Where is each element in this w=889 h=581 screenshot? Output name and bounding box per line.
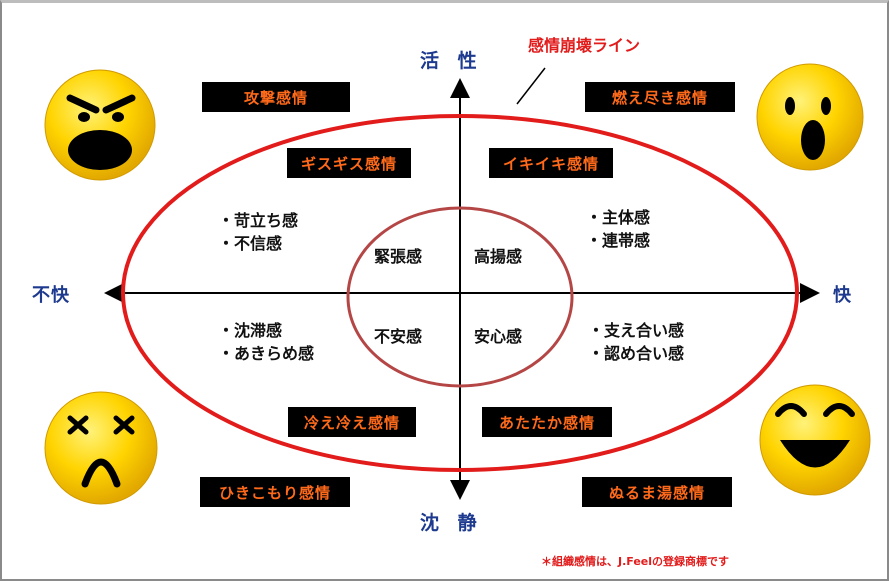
list-item: ・連帯感 [586,231,651,250]
center-bottom-right: 安心感 [474,327,523,346]
label-pointer-line [516,67,546,105]
center-top-left: 緊張感 [374,247,423,266]
collapse-line-label: 感情崩壊ライン [528,36,641,55]
list-item: ・あきらめ感 [218,344,315,363]
inner-box-top-left: ギスギス感情 [287,148,411,178]
inner-circle [346,206,574,388]
list-item: ・不信感 [218,234,283,253]
outer-box-top-right: 燃え尽き感情 [585,82,735,112]
list-bottom-left: ・沈滞感 ・あきらめ感 [218,319,314,365]
outer-box-bottom-right: ぬるま湯感情 [582,477,732,507]
outer-box-top-left: 攻撃感情 [202,82,350,112]
list-item: ・主体感 [586,208,651,227]
collapse-line-ellipse [121,114,799,472]
angry-face-icon [44,69,156,181]
axis-label-left: 不快 [32,285,70,306]
center-bottom-left: 不安感 [374,327,423,346]
list-item: ・苛立ち感 [218,211,299,230]
inner-box-top-right: イキイキ感情 [489,148,613,178]
shocked-face-icon [756,63,864,171]
center-top-right: 高揚感 [474,247,523,266]
list-item: ・認め合い感 [588,344,685,363]
axis-label-top: 活 性 [420,50,483,72]
inner-box-bottom-left: 冷え冷え感情 [288,407,416,437]
inner-box-bottom-right: あたたか感情 [482,407,612,437]
happy-face-icon [759,384,871,496]
list-item: ・沈滞感 [218,321,283,340]
outer-box-bottom-left: ひきこもり感情 [200,477,350,507]
footnote: ＊組織感情は、J.Feelの登録商標です [541,555,730,568]
axis-label-right: 快 [833,285,852,306]
list-item: ・支え合い感 [588,321,685,340]
list-top-left: ・苛立ち感 ・不信感 [218,209,298,255]
list-top-right: ・主体感 ・連帯感 [586,206,650,252]
axis-label-bottom: 沈 静 [420,512,483,534]
list-bottom-right: ・支え合い感 ・認め合い感 [588,319,684,365]
sad-face-icon [44,391,158,505]
